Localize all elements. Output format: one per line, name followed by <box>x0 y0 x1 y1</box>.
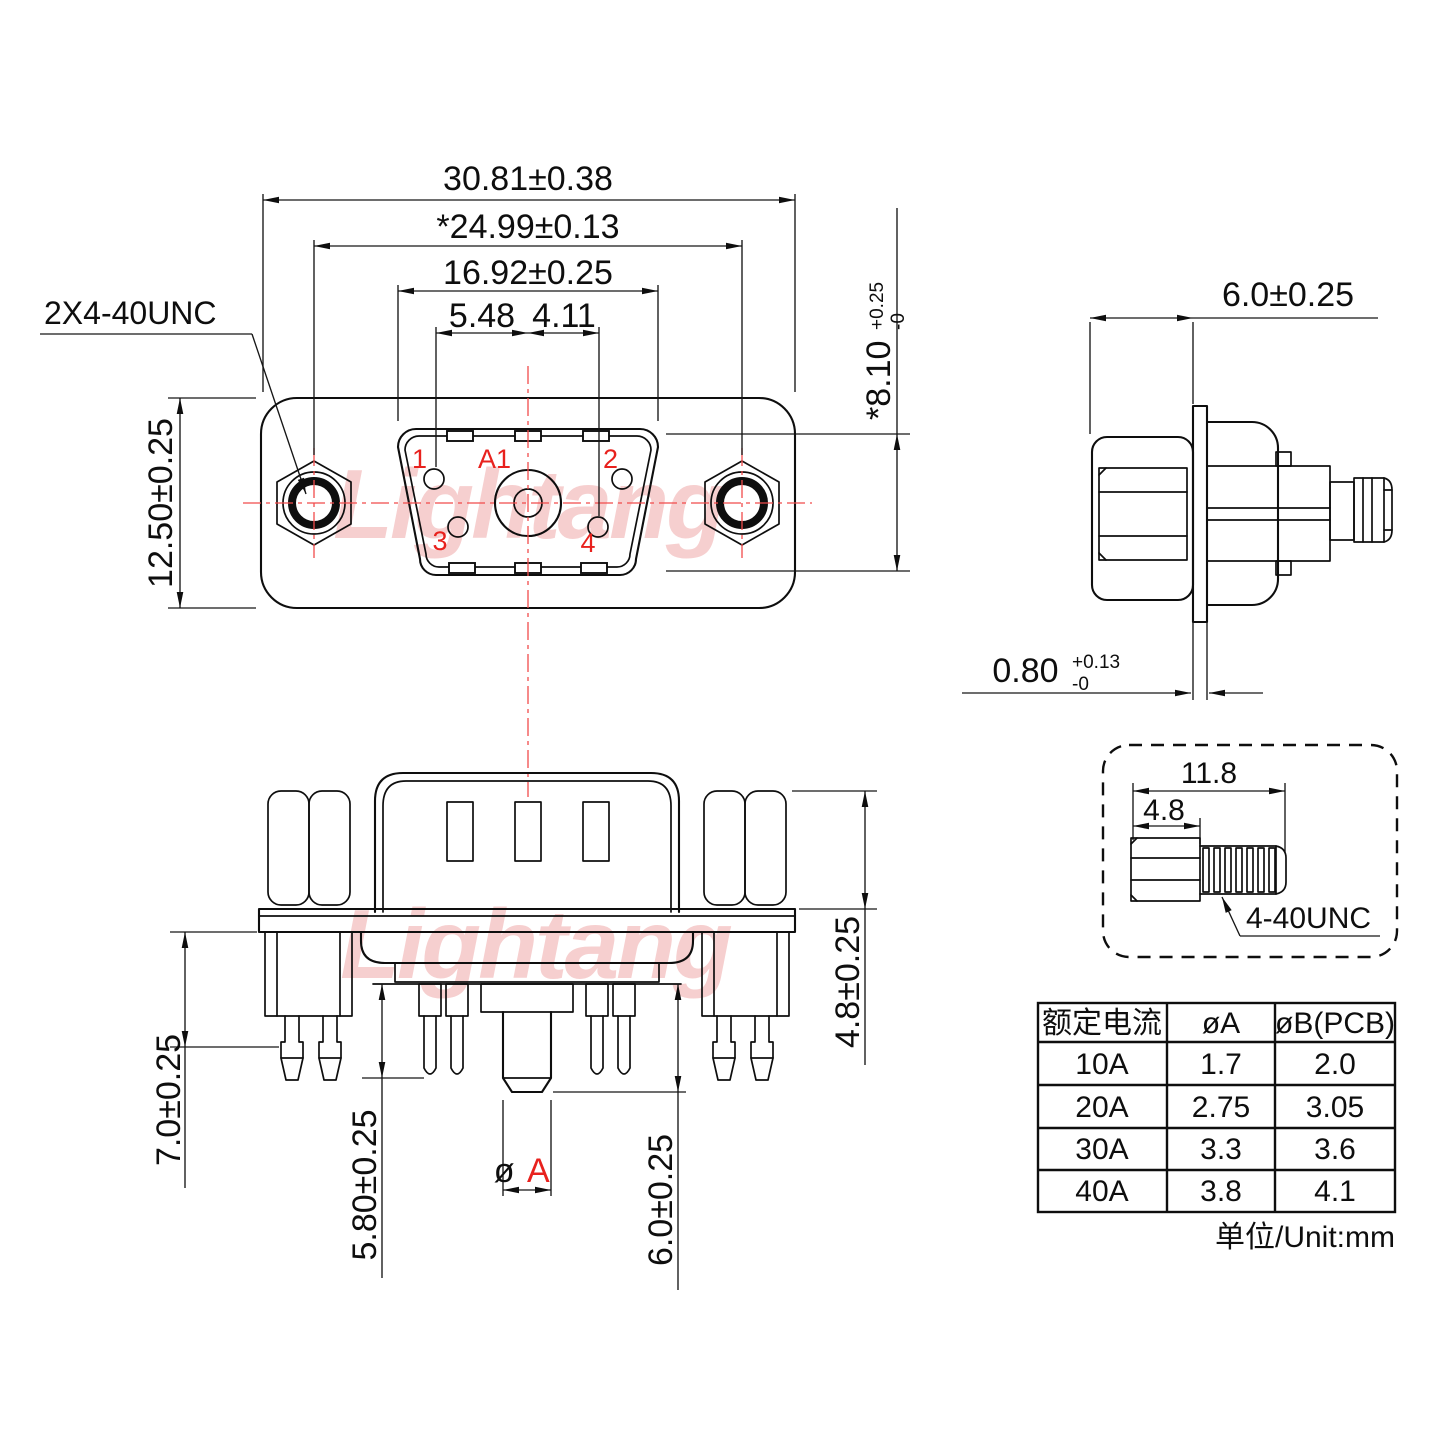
pcb-left-hex-nut <box>267 790 351 906</box>
dim-shell-height-base: *8.10 <box>860 341 898 420</box>
screw-detail: 11.8 4.8 4-40UNC <box>1101 743 1399 959</box>
cell-current-40a: 40A <box>1075 1175 1128 1208</box>
side-body <box>1205 420 1280 607</box>
pin4-label: 4 <box>580 528 595 558</box>
pcb-pin-slots <box>446 801 610 862</box>
cell-current-30a: 30A <box>1075 1133 1128 1166</box>
dim-hex-height: 4.8±0.25 <box>829 916 867 1048</box>
table-row: 30A 3.3 3.6 <box>1075 1133 1356 1166</box>
front-view: 1 A1 2 3 4 <box>40 160 910 797</box>
pcb-center-boss <box>480 983 574 1013</box>
side-view: 6.0±0.25 0.80 +0.13 -0 <box>962 276 1393 700</box>
front-extension-lines <box>168 194 910 609</box>
pcb-shell-inner <box>382 780 672 913</box>
pcb-center-pin <box>501 1010 553 1094</box>
dim-pin-left: 5.48 <box>449 297 515 335</box>
dim-shell-height: *8.10 +0.25 -0 <box>853 272 909 420</box>
dia-symbol: A <box>527 1152 550 1190</box>
cell-dia-a-30a: 3.3 <box>1200 1133 1242 1166</box>
dim-mount-span: *24.99±0.13 <box>436 208 619 246</box>
front-dshell-inner <box>404 435 652 568</box>
screw-thread-label: 4-40UNC <box>1246 902 1371 935</box>
dim-center-pin-dia: ø A <box>494 1152 550 1190</box>
pcb-dimensions <box>170 790 877 1290</box>
dia-prefix: ø <box>494 1152 515 1190</box>
cell-dia-a-10a: 1.7 <box>1200 1048 1242 1081</box>
table-row: 20A 2.75 3.05 <box>1075 1091 1364 1124</box>
table-header-dia-b: øB(PCB) <box>1275 1007 1395 1040</box>
coax-label: A1 <box>478 444 511 474</box>
screw-label-leader <box>1221 896 1241 937</box>
pcb-right-bracket <box>701 931 790 1081</box>
table-row: 40A 3.8 4.1 <box>1075 1175 1356 1208</box>
cell-dia-b-30a: 3.6 <box>1314 1133 1356 1166</box>
front-centerlines <box>243 366 812 797</box>
dim-pin-length: 5.80±0.25 <box>346 1109 384 1260</box>
spec-table: 额定电流 øA øB(PCB) 10A 1.7 2.0 20A 2.75 3.0… <box>1036 1001 1397 1254</box>
watermark-text-2: Lightang <box>340 889 732 999</box>
screw-thread-callout: 2X4-40UNC <box>44 295 217 331</box>
unit-note: 单位/Unit:mm <box>1215 1221 1395 1254</box>
dim-flange-thickness: 0.80 +0.13 -0 <box>992 638 1129 695</box>
watermark-layer: Lightang Lightang <box>333 449 735 999</box>
dim-screw-total-length: 11.8 <box>1181 757 1237 790</box>
dim-shell-height-tol-plus: +0.25 <box>867 282 888 330</box>
cell-current-20a: 20A <box>1075 1091 1128 1124</box>
pcb-left-bracket <box>264 931 353 1081</box>
pin3-label: 3 <box>432 526 447 556</box>
dim-overall-width: 30.81±0.38 <box>443 160 613 198</box>
dim-bracket-length: 7.0±0.25 <box>150 1034 188 1166</box>
pcb-view: 7.0±0.25 5.80±0.25 6.0±0.25 4.8±0.25 ø A <box>150 771 877 1290</box>
side-hex-standoff <box>1098 467 1188 561</box>
dim-depth: 6.0±0.25 <box>1222 276 1354 314</box>
pin1-label: 1 <box>412 444 427 474</box>
cell-dia-b-40a: 4.1 <box>1314 1175 1356 1208</box>
dim-shell-height-tol-minus: -0 <box>888 313 909 330</box>
dim-flange-thickness-tol-minus: -0 <box>1072 674 1089 695</box>
pcb-right-hex-nut <box>703 790 787 906</box>
dim-flange-thickness-tol-plus: +0.13 <box>1072 652 1120 673</box>
table-header-dia-a: øA <box>1202 1007 1240 1040</box>
cell-dia-b-20a: 3.05 <box>1306 1091 1364 1124</box>
pcb-flange <box>257 907 797 934</box>
side-shell <box>1090 435 1195 602</box>
side-dimensions <box>962 314 1378 700</box>
callout-leader <box>251 333 307 495</box>
pcb-insulator-step <box>394 962 660 983</box>
dim-center-pin-length: 6.0±0.25 <box>642 1134 680 1266</box>
svg-text:*8.10 +0.25 -0: *8.10 +0.25 -0 <box>853 272 909 420</box>
table-header-current: 额定电流 <box>1042 1007 1162 1040</box>
side-contact-module <box>1206 465 1393 562</box>
dim-height: 12.50±0.25 <box>142 418 180 588</box>
dim-screw-hex-length: 4.8 <box>1143 794 1185 827</box>
cell-dia-a-40a: 3.8 <box>1200 1175 1242 1208</box>
pcb-signal-pins <box>418 983 636 1075</box>
front-dimension-lines <box>176 196 901 608</box>
pin2-label: 2 <box>603 444 618 474</box>
screw-drawing <box>1130 837 1287 902</box>
screw-detail-box <box>1101 743 1399 959</box>
pcb-shell-outer <box>373 771 681 914</box>
front-dshell-outer <box>396 427 660 577</box>
dim-flange-thickness-base: 0.80 <box>992 652 1058 690</box>
watermark-text-1: Lightang <box>333 449 725 559</box>
cell-current-10a: 10A <box>1075 1048 1128 1081</box>
cell-dia-a-20a: 2.75 <box>1192 1091 1250 1124</box>
front-signal-pins <box>423 468 633 538</box>
dim-pin-right: 4.11 <box>532 297 596 335</box>
dim-shell-width: 16.92±0.25 <box>443 254 613 292</box>
side-flange-plate <box>1191 404 1209 624</box>
cell-dia-b-10a: 2.0 <box>1314 1048 1356 1081</box>
table-row: 10A 1.7 2.0 <box>1075 1048 1356 1081</box>
